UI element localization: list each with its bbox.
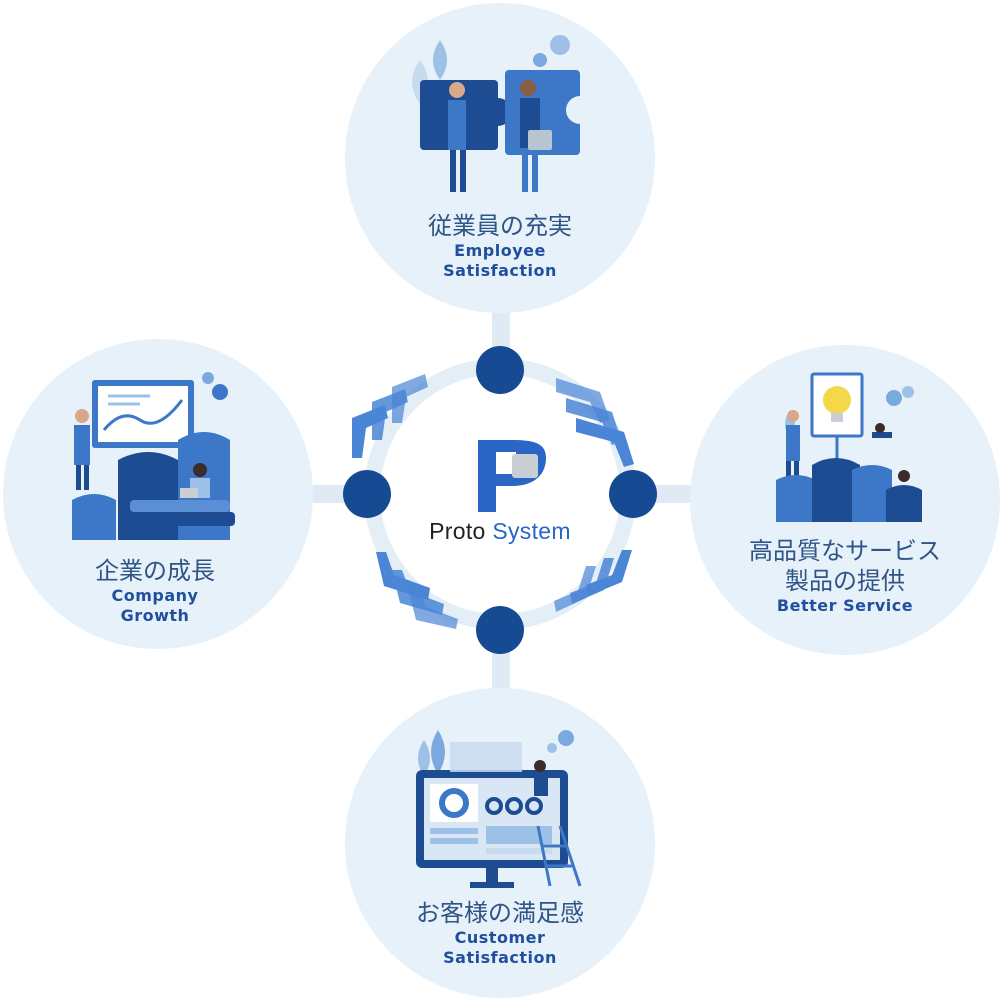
handshake-puzzle-icon xyxy=(412,35,594,192)
label-company-en-1: Company xyxy=(111,586,199,605)
label-customer-en-1: Customer xyxy=(454,928,546,947)
label-customer-ja: お客様の満足感 xyxy=(416,899,584,927)
label-company-en-2: Growth xyxy=(120,606,190,625)
label-customer: お客様の満足感 Customer Satisfaction xyxy=(370,898,630,968)
label-employee-en-1: Employee xyxy=(454,241,546,260)
node-bottom xyxy=(476,606,524,654)
label-employee-en-2: Satisfaction xyxy=(443,261,557,280)
center-disc xyxy=(402,396,598,592)
lightbulb-presentation-icon xyxy=(776,372,922,522)
brand-name-part2: System xyxy=(492,518,571,544)
label-service: 高品質なサービス 製品の提供 Better Service xyxy=(725,536,965,616)
label-company-ja: 企業の成長 xyxy=(95,557,215,585)
connector-right xyxy=(655,485,693,503)
label-customer-en-2: Satisfaction xyxy=(443,948,557,967)
proto-system-logo-icon xyxy=(478,440,546,512)
dashboard-monitor-icon xyxy=(416,730,582,888)
brand-name: Proto System xyxy=(410,518,590,545)
arrow-upper-right xyxy=(556,378,634,467)
node-right xyxy=(609,470,657,518)
arrow-lower-right xyxy=(554,550,632,612)
node-left xyxy=(343,470,391,518)
brand-name-part1: Proto xyxy=(429,518,486,544)
label-employee: 従業員の充実 Employee Satisfaction xyxy=(370,211,630,281)
arrow-upper-left xyxy=(352,374,428,458)
connector-top xyxy=(492,300,510,360)
growth-chart-icon xyxy=(72,372,235,540)
label-employee-ja: 従業員の充実 xyxy=(428,212,572,240)
arrow-lower-left xyxy=(376,552,458,629)
label-service-ja-1: 高品質なサービス xyxy=(749,537,941,565)
label-company: 企業の成長 Company Growth xyxy=(40,556,270,626)
label-service-en: Better Service xyxy=(776,596,914,615)
label-service-ja-2: 製品の提供 xyxy=(785,567,905,595)
node-top xyxy=(476,346,524,394)
